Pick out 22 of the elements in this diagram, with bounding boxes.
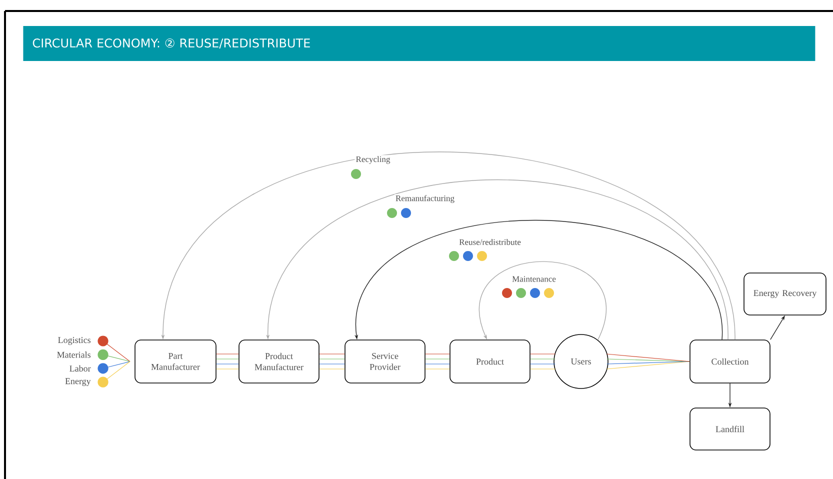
flow-lines [319,354,345,370]
legend-label: Labor [70,365,91,372]
flow-lines [216,354,239,370]
edge-label: Reuse/redistribute [458,238,522,246]
loop-arrow [478,261,606,340]
title-bar: CIRCULAR ECONOMY: ② REUSE/REDISTRIBUTE [23,26,816,61]
process-box: Part Manufacturer [134,340,216,384]
process-box: Service Provider [344,340,426,384]
process-box: Product [450,340,530,384]
process-box: Landfill [690,408,770,450]
edge-label: Recycling [354,155,392,165]
flow-lines [606,354,690,370]
edge-label: Remanufacturing [394,194,456,204]
process-box: Product Manufacturer [238,340,320,384]
legend-label: Energy [65,378,91,386]
legend-label: Logistics [58,337,90,345]
flow-lines [530,354,556,370]
legend-label: Materials [57,352,90,358]
edge-label: Maintenance [511,275,557,283]
flow-lines [425,354,450,370]
process-box: Collection [690,340,770,384]
process-box: Energy Recovery [744,272,826,316]
